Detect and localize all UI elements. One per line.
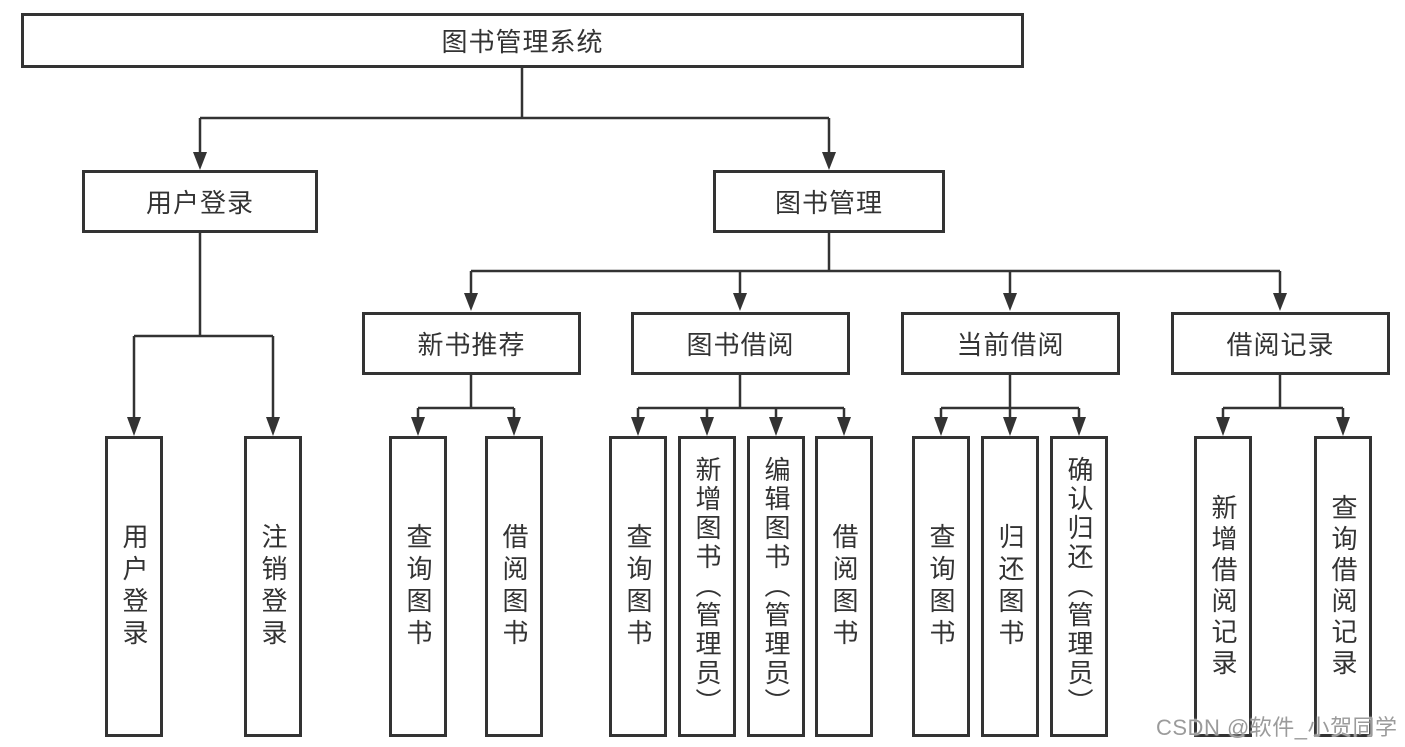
arrowhead (507, 417, 521, 436)
node-book-management: 图书管理 (713, 170, 945, 233)
arrowhead (631, 417, 645, 436)
leaf-current-confirm-return-admin: 确认归还（管理员） (1050, 436, 1108, 737)
leaf-logout: 注销登录 (244, 436, 302, 737)
csdn-watermark: CSDN @软件_小贺同学 (1156, 715, 1398, 740)
leaf-current-return-books: 归还图书 (981, 436, 1039, 737)
arrowhead (1003, 293, 1017, 311)
arrowhead (822, 152, 836, 170)
connectors-borrow-records (1216, 375, 1350, 436)
leaf-borrow-edit-book-admin: 编辑图书（管理员） (747, 436, 805, 737)
leaf-borrow-borrow-books: 借阅图书 (815, 436, 873, 737)
connectors-user-login (127, 233, 280, 436)
arrowhead (1072, 417, 1086, 436)
connectors-current-borrow (934, 375, 1086, 436)
arrowhead (127, 417, 141, 436)
leaf-user-login: 用户登录 (105, 436, 163, 737)
arrowhead (769, 417, 783, 436)
arrowhead (1003, 417, 1017, 436)
leaf-newbook-borrow-books: 借阅图书 (485, 436, 543, 737)
arrowhead (837, 417, 851, 436)
node-new-book-recommend: 新书推荐 (362, 312, 581, 375)
leaf-records-query-record: 查询借阅记录 (1314, 436, 1372, 737)
connectors-book-borrow (631, 375, 851, 436)
arrowhead (411, 417, 425, 436)
node-current-borrow: 当前借阅 (901, 312, 1120, 375)
node-library-management-system: 图书管理系统 (21, 13, 1024, 68)
node-user-login: 用户登录 (82, 170, 318, 233)
arrowhead (700, 417, 714, 436)
leaf-borrow-add-book-admin: 新增图书（管理员） (678, 436, 736, 737)
leaf-borrow-query-books: 查询图书 (609, 436, 667, 737)
arrowhead (934, 417, 948, 436)
arrowhead (1336, 417, 1350, 436)
connectors-new-book-recommend (411, 375, 521, 436)
arrowhead (193, 152, 207, 170)
arrowhead (733, 293, 747, 311)
arrowhead (266, 417, 280, 436)
leaf-current-query-books: 查询图书 (912, 436, 970, 737)
connectors-book-management (464, 233, 1287, 311)
leaf-newbook-query-books: 查询图书 (389, 436, 447, 737)
leaf-records-add-record: 新增借阅记录 (1194, 436, 1252, 737)
node-book-borrow: 图书借阅 (631, 312, 850, 375)
arrowhead (464, 293, 478, 311)
node-borrow-records: 借阅记录 (1171, 312, 1390, 375)
arrowhead (1216, 417, 1230, 436)
arrowhead (1273, 293, 1287, 311)
connectors-root (193, 68, 836, 170)
